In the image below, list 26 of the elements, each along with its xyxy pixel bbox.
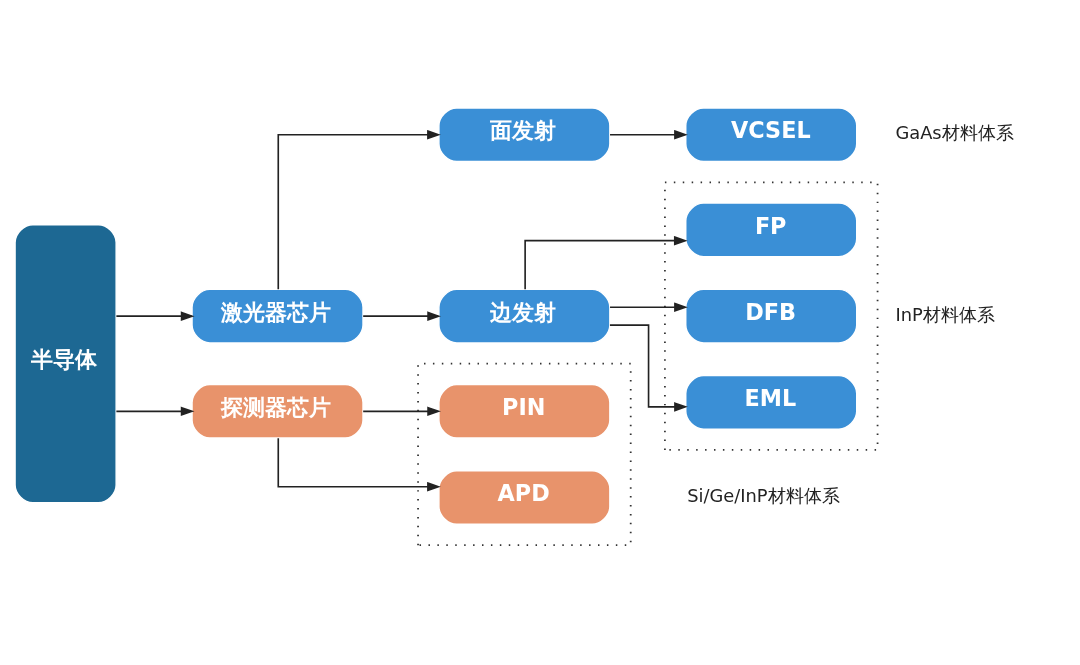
node-box: EML — [685, 374, 858, 430]
node-box: DFB — [685, 288, 858, 344]
arrow — [362, 406, 441, 417]
arrow — [115, 406, 195, 417]
node-box: 半导体 — [14, 223, 117, 504]
arrow — [277, 437, 441, 492]
arrow — [609, 302, 688, 312]
node-label: Si/Ge/InP材料体系 — [687, 485, 840, 507]
node-label: InP材料体系 — [895, 303, 995, 325]
arrow — [524, 235, 688, 291]
node-box: 激光器芯片 — [191, 288, 364, 344]
arrow — [609, 129, 688, 140]
cluster — [417, 362, 632, 547]
cluster — [664, 181, 879, 451]
arrow — [609, 324, 688, 412]
node-box: APD — [438, 470, 611, 526]
arrow — [362, 311, 441, 321]
arrow — [277, 129, 441, 291]
node-box: 边发射 — [438, 288, 611, 344]
node-box: 探测器芯片 — [191, 383, 364, 439]
node-box: VCSEL — [685, 107, 858, 163]
node-box: PIN — [438, 383, 611, 439]
node-label: GaAs材料体系 — [895, 122, 1014, 144]
arrow — [115, 311, 195, 321]
node-box: 面发射 — [438, 107, 611, 163]
node-box: FP — [685, 202, 858, 258]
